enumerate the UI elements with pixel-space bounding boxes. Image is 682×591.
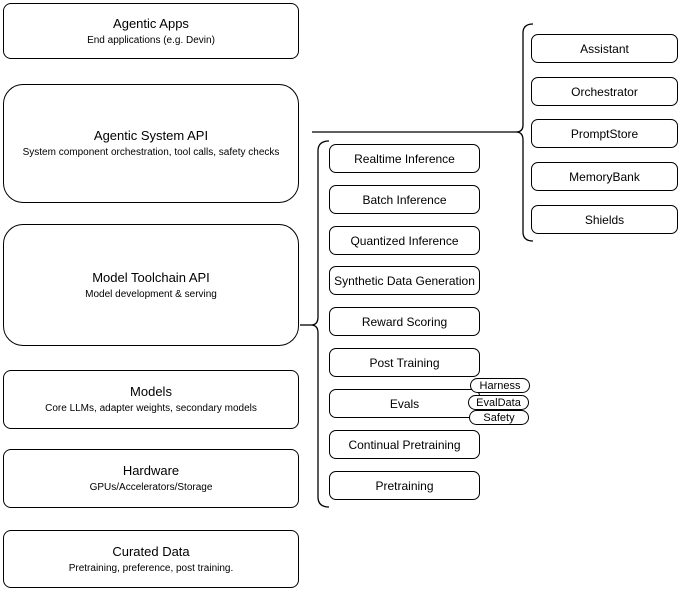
node-title: PromptStore	[570, 126, 639, 141]
node-hardware[interactable]: Hardware GPUs/Accelerators/Storage	[3, 449, 299, 508]
eval-tag-safety[interactable]: Safety	[469, 410, 529, 425]
node-title: Model Toolchain API	[92, 269, 210, 285]
node-subtitle: Model development & serving	[85, 288, 217, 300]
toolchain-item-evals[interactable]: Evals	[329, 389, 480, 418]
node-title: Continual Pretraining	[348, 437, 461, 452]
toolchain-item-realtime-inference[interactable]: Realtime Inference	[329, 144, 480, 173]
node-title: Models	[130, 384, 172, 399]
node-title: Curated Data	[112, 543, 190, 559]
node-title: Agentic Apps	[113, 15, 189, 31]
component-orchestrator[interactable]: Orchestrator	[531, 77, 678, 106]
pill-label: Harness	[479, 379, 521, 392]
node-title: Shields	[584, 212, 625, 227]
pill-label: Safety	[483, 411, 515, 424]
component-assistant[interactable]: Assistant	[531, 34, 678, 63]
toolchain-item-continual-pretraining[interactable]: Continual Pretraining	[329, 430, 480, 459]
toolchain-item-pretraining[interactable]: Pretraining	[329, 471, 480, 500]
toolchain-bracket	[310, 140, 330, 508]
node-title: Realtime Inference	[354, 151, 455, 166]
node-model-toolchain-api[interactable]: Model Toolchain API Model development & …	[3, 224, 299, 346]
node-subtitle: System component orchestration, tool cal…	[22, 147, 280, 158]
components-bracket	[515, 23, 534, 242]
node-title: Evals	[389, 396, 420, 411]
node-curated-data[interactable]: Curated Data Pretraining, preference, po…	[3, 530, 299, 588]
node-title: Assistant	[580, 41, 629, 56]
node-title: Quantized Inference	[350, 233, 459, 248]
toolchain-item-batch-inference[interactable]: Batch Inference	[329, 185, 480, 214]
eval-tag-harness[interactable]: Harness	[470, 378, 530, 393]
node-title: Agentic System API	[93, 128, 209, 143]
node-agentic-apps[interactable]: Agentic Apps End applications (e.g. Devi…	[3, 3, 299, 59]
component-memorybank[interactable]: MemoryBank	[531, 162, 678, 191]
pill-label: EvalData	[476, 396, 521, 409]
node-models[interactable]: Models Core LLMs, adapter weights, secon…	[3, 370, 299, 429]
component-promptstore[interactable]: PromptStore	[531, 119, 678, 148]
toolchain-item-post-training[interactable]: Post Training	[329, 348, 480, 377]
node-subtitle: GPUs/Accelerators/Storage	[89, 482, 213, 493]
node-subtitle: Core LLMs, adapter weights, secondary mo…	[45, 403, 257, 414]
node-title: Post Training	[369, 355, 440, 370]
node-agentic-system-api[interactable]: Agentic System API System component orch…	[3, 84, 299, 203]
node-title: Pretraining	[375, 478, 434, 493]
node-title: Batch Inference	[362, 192, 447, 207]
toolchain-item-synthetic-data-generation[interactable]: Synthetic Data Generation	[329, 266, 480, 295]
node-title: Reward Scoring	[361, 314, 448, 329]
node-subtitle: End applications (e.g. Devin)	[87, 34, 215, 46]
node-title: Orchestrator	[571, 84, 638, 99]
toolchain-item-quantized-inference[interactable]: Quantized Inference	[329, 226, 480, 255]
toolchain-item-reward-scoring[interactable]: Reward Scoring	[329, 307, 480, 336]
node-title: Hardware	[122, 463, 180, 478]
node-title: MemoryBank	[569, 169, 640, 184]
component-shields[interactable]: Shields	[531, 205, 678, 234]
node-subtitle: Pretraining, preference, post training.	[68, 562, 234, 574]
node-title: Synthetic Data Generation	[334, 273, 475, 288]
eval-tag-evaldata[interactable]: EvalData	[468, 395, 529, 410]
